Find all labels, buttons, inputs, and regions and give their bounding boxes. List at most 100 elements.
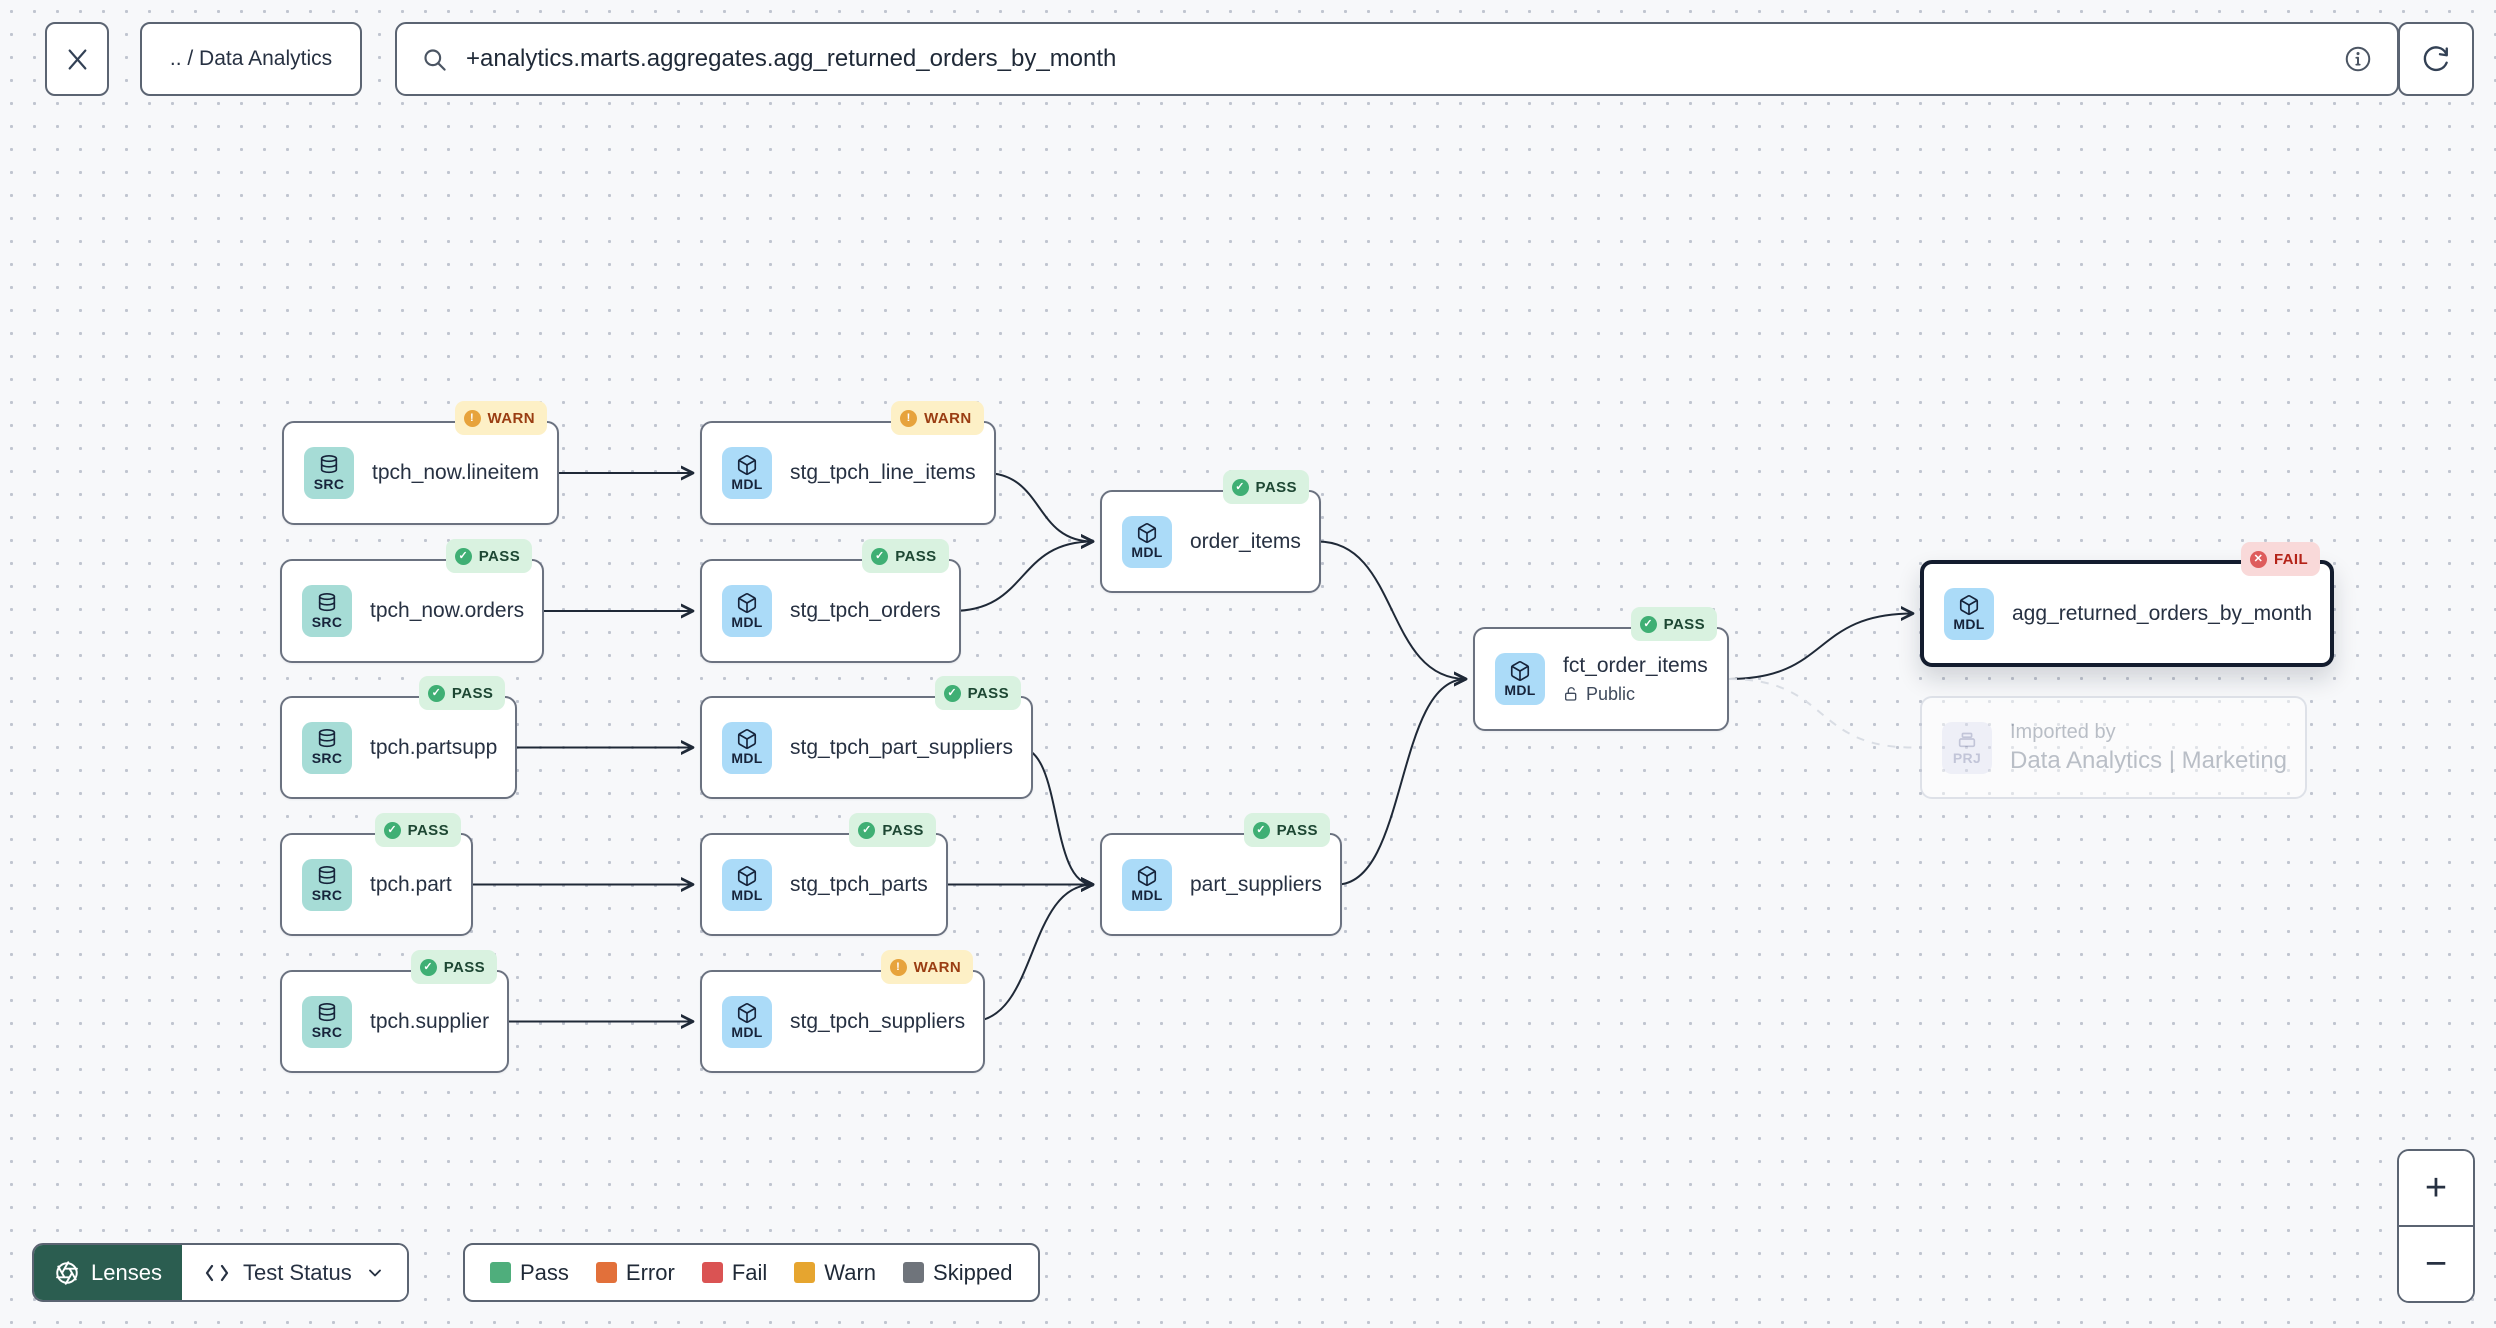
node-type-chip: SRC: [302, 858, 352, 911]
node-type-label: MDL: [731, 1024, 763, 1041]
status-badge-label: PASS: [443, 958, 486, 976]
search-icon: [424, 48, 446, 71]
node-label: tpch.part: [370, 872, 452, 896]
breadcrumb[interactable]: .. / Data Analytics: [140, 22, 362, 96]
status-pass-icon: ✓: [1231, 478, 1249, 496]
node-label: tpch_now.lineitem: [372, 461, 539, 484]
node-agg_returned_orders_by_month[interactable]: MDL agg_returned_orders_by_month ✕FAIL: [1920, 542, 2335, 667]
node-type-chip: MDL: [1122, 515, 1172, 568]
status-badge-fail: ✕FAIL: [2240, 542, 2321, 576]
lens-selector[interactable]: Test Status: [181, 1245, 407, 1300]
cube-icon: [737, 866, 757, 887]
node-label: tpch.partsupp: [370, 735, 498, 759]
node-type-label: SRC: [311, 613, 343, 630]
node-body: stg_tpch_line_items: [790, 461, 976, 485]
node-type-label: MDL: [731, 887, 763, 904]
node-type-label: MDL: [1953, 616, 1985, 633]
edge-fct_order_items-to-imported_by_marketing: [1728, 678, 1914, 749]
status-badge-label: PASS: [1276, 821, 1318, 839]
edge-stg_tpch_part_suppliers-to-part_suppliers: [1018, 746, 1093, 885]
node-type-chip: PRJ: [1942, 721, 1992, 774]
legend-label: Skipped: [933, 1259, 1013, 1285]
legend-swatch-skipped: [903, 1262, 925, 1283]
node-type-chip: MDL: [1122, 858, 1172, 911]
node-label: stg_tpch_part_suppliers: [790, 735, 1013, 759]
database-icon: [318, 1003, 336, 1022]
node-type-label: SRC: [311, 887, 343, 904]
node-tpch_now_lineitem[interactable]: SRC tpch_now.lineitem! WARN: [282, 401, 559, 525]
status-pass-icon: ✓: [427, 684, 445, 702]
node-label: fct_order_items: [1563, 653, 1708, 677]
node-type-label: MDL: [731, 750, 763, 767]
status-badge-label: PASS: [1663, 615, 1705, 633]
status-badge-pass: ✓PASS: [445, 539, 533, 573]
node-type-label: MDL: [1131, 544, 1163, 561]
refresh-button[interactable]: [2398, 22, 2474, 96]
zoom-in-button[interactable]: +: [2399, 1151, 2473, 1225]
status-warn-icon: !: [463, 409, 481, 427]
status-badge-label: PASS: [967, 684, 1009, 702]
legend-item-warn: Warn: [794, 1260, 876, 1286]
database-icon: [320, 454, 338, 473]
chevron-down-icon: [368, 1269, 381, 1276]
status-badge-pass: ✓PASS: [849, 813, 936, 847]
node-label: Data Analytics | Marketing: [2010, 746, 2288, 774]
status-badge-label: WARN: [487, 409, 535, 427]
node-body: order_items: [1190, 530, 1301, 554]
node-order_items[interactable]: MDL order_items ✓PASS: [1100, 470, 1321, 593]
node-stg_tpch_parts[interactable]: MDL stg_tpch_parts ✓PASS: [700, 813, 948, 936]
node-type-label: SRC: [313, 475, 345, 492]
legend-item-skipped: Skipped: [903, 1260, 1013, 1286]
search-input[interactable]: [464, 44, 2327, 74]
node-type-chip: MDL: [722, 995, 772, 1048]
lenses-button[interactable]: Lenses: [34, 1245, 182, 1300]
zoom-out-icon: −: [2424, 1242, 2448, 1285]
legend-swatch-warn: [794, 1262, 816, 1283]
edge-stg_tpch_suppliers-to-part_suppliers: [970, 885, 1093, 1023]
database-icon: [318, 729, 336, 748]
node-type-chip: MDL: [722, 447, 772, 499]
node-type-label: MDL: [1131, 887, 1163, 904]
status-pass-icon: ✓: [871, 547, 889, 565]
status-badge-pass: ✓PASS: [410, 950, 498, 984]
status-badge-pass: ✓PASS: [862, 539, 949, 573]
status-badge-pass: ✓PASS: [1222, 470, 1309, 504]
status-pass-icon: ✓: [383, 821, 401, 839]
node-label: stg_tpch_orders: [790, 599, 941, 622]
node-label: stg_tpch_parts: [790, 872, 928, 896]
node-type-chip: MDL: [1495, 653, 1545, 705]
status-badge-warn: !WARN: [880, 950, 974, 984]
node-tpch_now_orders[interactable]: SRC tpch_now.orders ✓PASS: [280, 539, 545, 663]
project-icon: [1958, 732, 1976, 748]
node-visibility: Public: [1563, 684, 1708, 705]
node-label: order_items: [1190, 529, 1301, 553]
close-button[interactable]: [45, 22, 109, 96]
legend-item-fail: Fail: [701, 1260, 767, 1286]
node-body: tpch_now.lineitem: [372, 461, 539, 485]
node-body: agg_returned_orders_by_month: [2012, 602, 2312, 626]
node-body: tpch.part: [370, 873, 452, 897]
node-body: tpch.supplier: [370, 1010, 489, 1034]
zoom-out-button[interactable]: −: [2399, 1227, 2473, 1301]
node-label: part_suppliers: [1190, 872, 1322, 896]
cube-icon: [737, 454, 757, 475]
node-label: tpch_now.orders: [370, 599, 525, 622]
status-warn-icon: !: [889, 958, 907, 976]
node-label: stg_tpch_line_items: [790, 461, 976, 484]
legend-label: Warn: [824, 1259, 877, 1285]
info-icon[interactable]: [2343, 44, 2373, 74]
node-label: agg_returned_orders_by_month: [2012, 601, 2313, 625]
node-type-label: MDL: [731, 475, 763, 492]
status-badge-label: PASS: [478, 547, 521, 565]
